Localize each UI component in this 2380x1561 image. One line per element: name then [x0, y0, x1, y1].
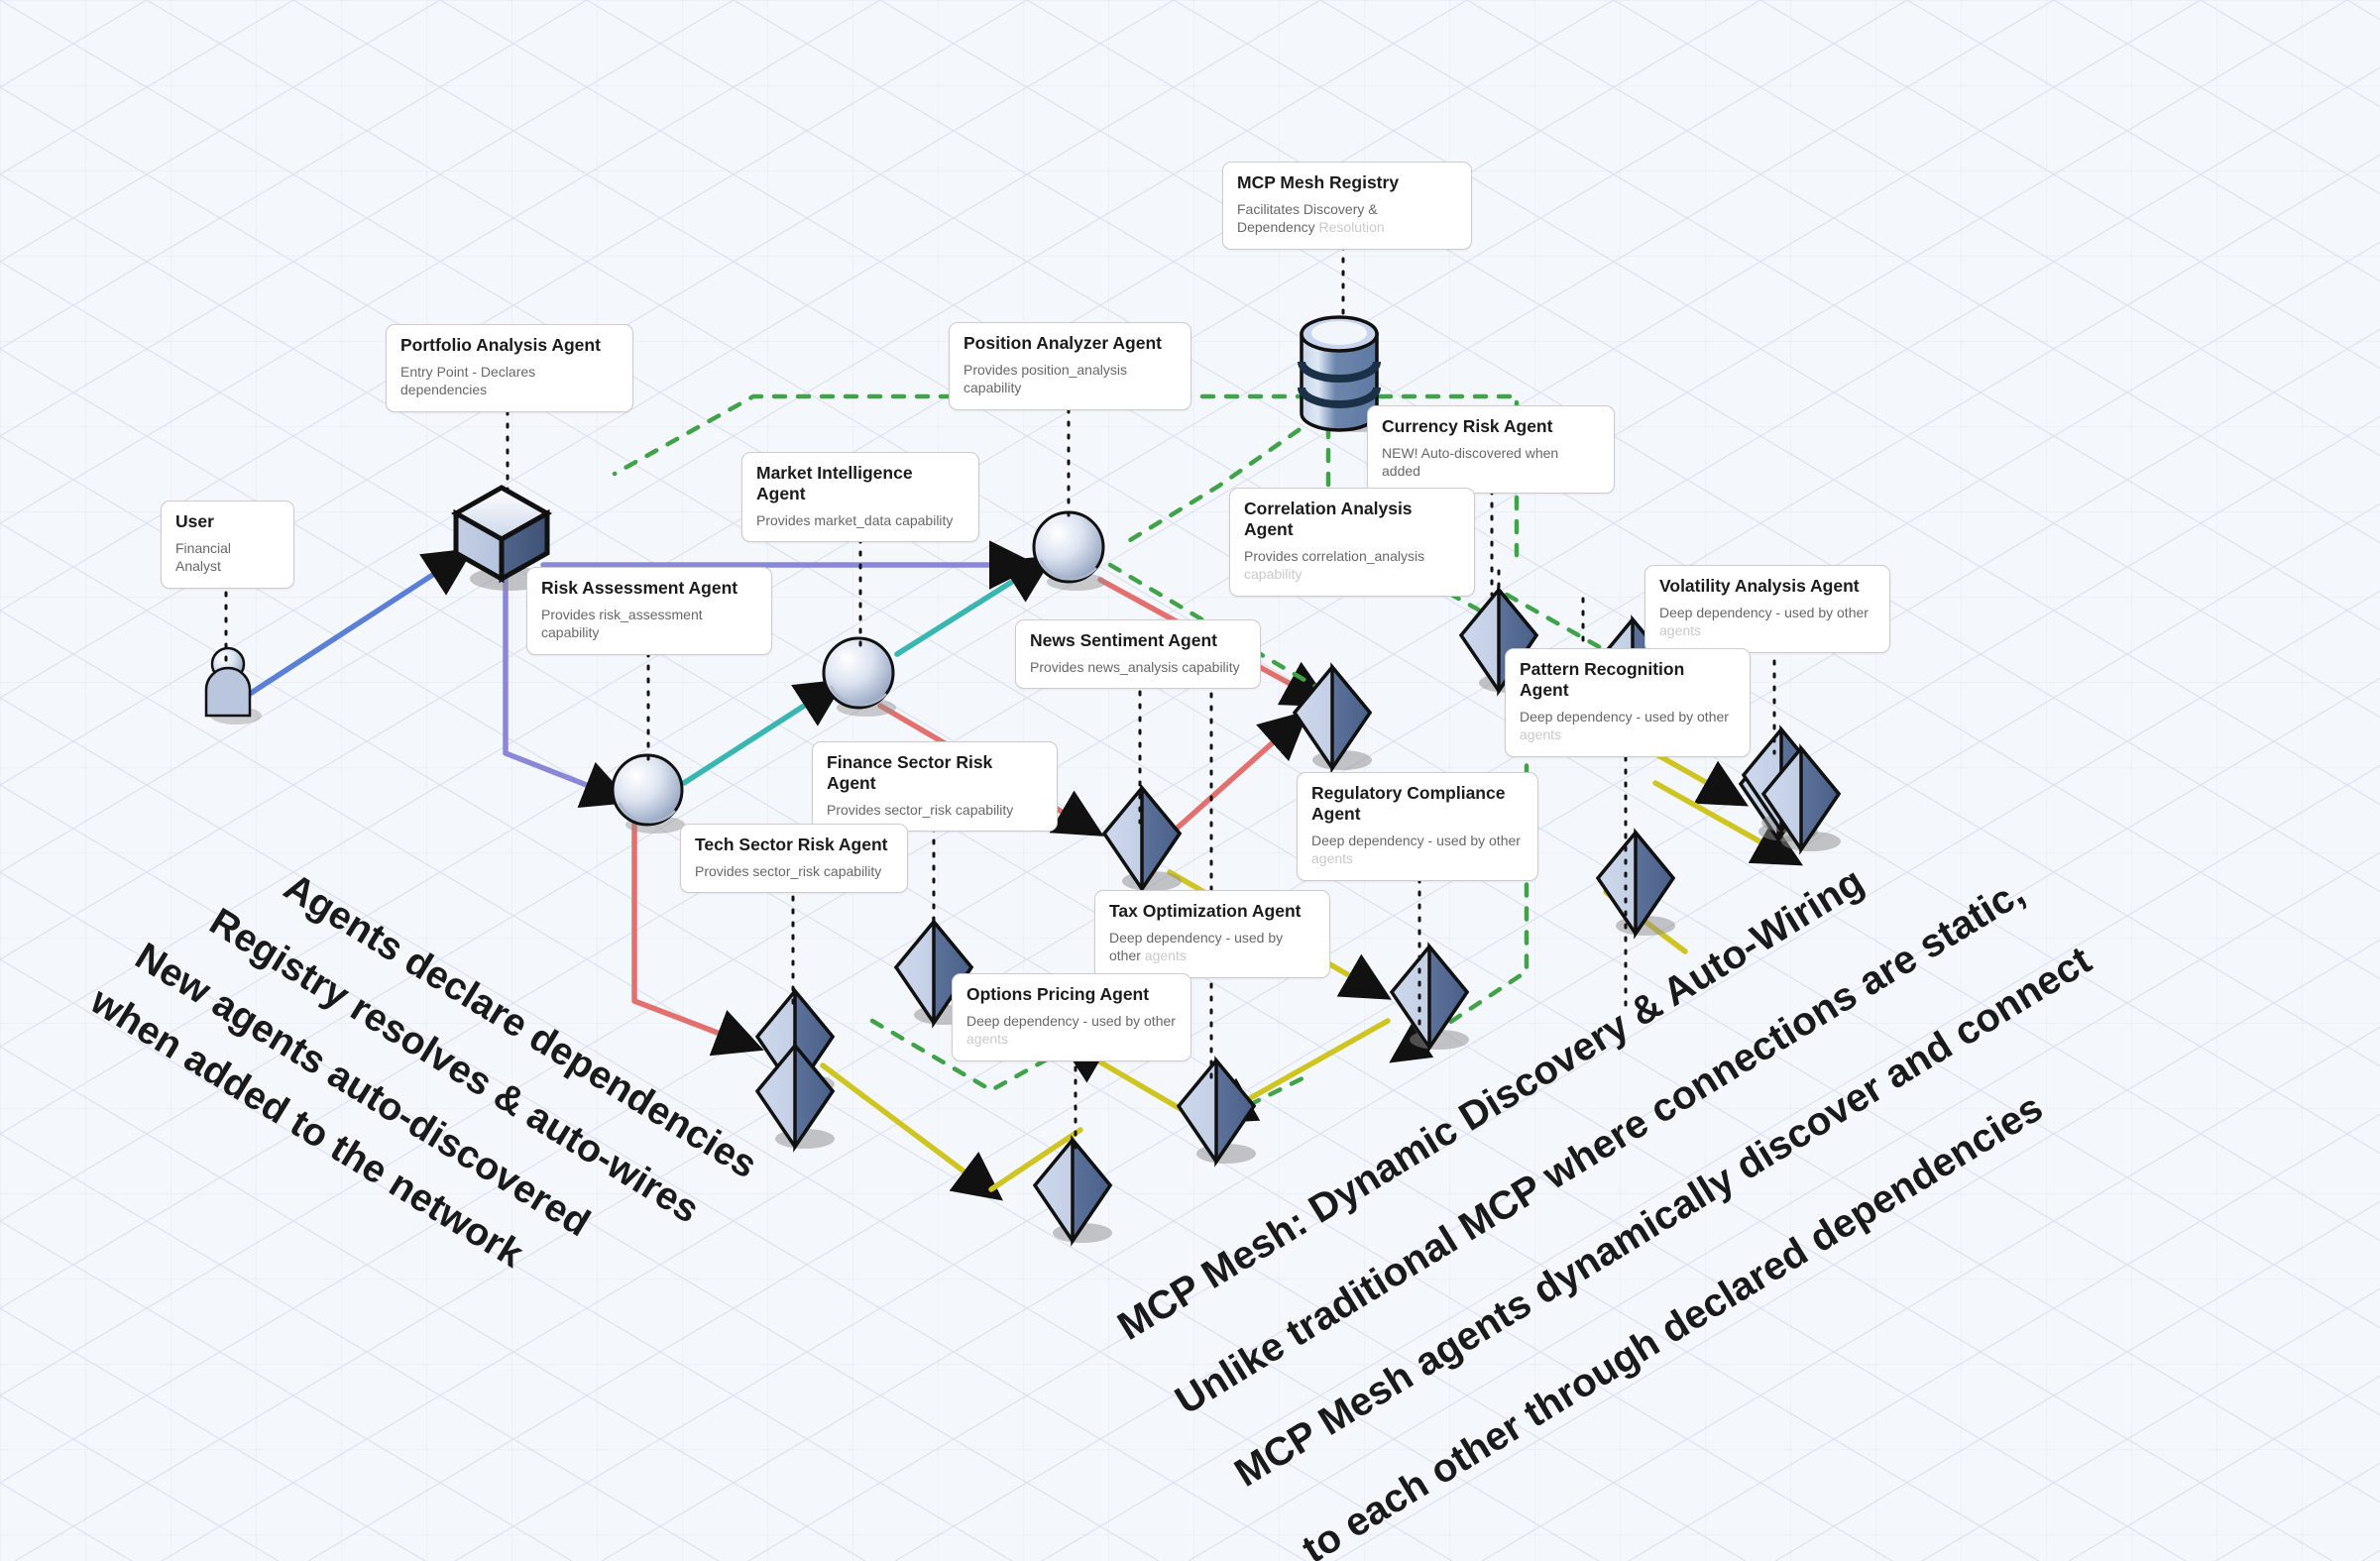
card-subtitle-main: Provides news_analysis capability: [1030, 659, 1240, 675]
card-subtitle: Deep dependency - used by other agents: [1659, 604, 1875, 640]
card-title: Tech Sector Risk Agent: [695, 835, 888, 854]
card-subtitle: Financial Analyst: [175, 539, 280, 576]
card-subtitle-main: Deep dependency - used by other: [1109, 930, 1284, 964]
card-title: Position Analyzer Agent: [963, 333, 1162, 353]
node-user[interactable]: [198, 644, 268, 738]
card-title: Options Pricing Agent: [966, 984, 1150, 1004]
card-subtitle-main: Deep dependency - used by other: [1311, 833, 1521, 848]
card-subtitle-main: Deep dependency - used by other: [1520, 709, 1729, 725]
card-subtitle: Provides correlation_analysis capability: [1244, 547, 1460, 584]
node-mcp-mesh-registry[interactable]: [1284, 302, 1413, 446]
card-title: Volatility Analysis Agent: [1659, 576, 1860, 596]
edge-tax-to-options: [1205, 1018, 1391, 1124]
card-subtitle-main: Deep dependency - used by other: [966, 1013, 1176, 1029]
card-title: Correlation Analysis Agent: [1244, 499, 1413, 539]
card-title: MCP Mesh Registry: [1237, 172, 1400, 192]
card-subtitle: Deep dependency - used by other agents: [1109, 929, 1315, 965]
node-finance-sector-risk-agent[interactable]: [1090, 778, 1199, 912]
card-subtitle: Deep dependency - used by other agents: [1311, 832, 1524, 868]
card-subtitle-main: Provides sector_risk capability: [827, 802, 1014, 818]
card-title: Market Intelligence Agent: [756, 463, 913, 503]
edge-portfolio-to-risk: [503, 572, 632, 809]
node-position-analyzer-agent[interactable]: [1021, 501, 1120, 605]
card-subtitle-faded: agents: [1520, 726, 1562, 743]
edge-discovery-down-left: [1127, 413, 1321, 543]
edge-sub-chain: [988, 1127, 1083, 1192]
card-subtitle: Provides sector_risk capability: [695, 862, 893, 880]
card-subtitle-main: Facilitates Discovery & Dependency: [1237, 201, 1378, 236]
card-subtitle-main: Entry Point - Declares dependencies: [400, 364, 536, 398]
card-subtitle: Entry Point - Declares dependencies: [400, 363, 619, 399]
card-subtitle-faded: agents: [966, 1031, 1009, 1048]
card-title: Risk Assessment Agent: [541, 578, 738, 598]
node-octa-bottom-left[interactable]: [743, 1036, 852, 1170]
card-subtitle-main: Provides risk_assessment capability: [541, 607, 703, 641]
card-subtitle-faded: capability: [1244, 566, 1303, 583]
card-subtitle: Provides market_data capability: [756, 511, 964, 529]
card-subtitle-main: NEW! Auto-discovered when added: [1382, 445, 1559, 480]
node-news-sentiment-agent[interactable]: [1281, 657, 1390, 791]
card-subtitle: Provides sector_risk capability: [827, 801, 1043, 819]
node-tax-optimization-agent[interactable]: [1378, 937, 1487, 1070]
card-subtitle-faded: agents: [1659, 622, 1702, 639]
card-subtitle: NEW! Auto-discovered when added: [1382, 444, 1600, 481]
card-title: User: [175, 511, 214, 531]
card-subtitle: Provides risk_assessment capability: [541, 606, 757, 642]
edge-discovery-chain-4: [1246, 1072, 1311, 1108]
edge-pattern-chain: [1652, 780, 1803, 866]
card-title: Finance Sector Risk Agent: [827, 752, 993, 793]
card-title: Pattern Recognition Agent: [1520, 659, 1685, 700]
edge-tech-to-sub: [820, 1062, 1003, 1201]
edge-risk-to-tech: [631, 820, 764, 1057]
edge-user-to-portfolio: [247, 548, 475, 697]
card-subtitle: Provides position_analysis capability: [963, 361, 1177, 397]
node-octa-bottom-right[interactable]: [1165, 1051, 1274, 1184]
edge-risk-to-market: [681, 679, 847, 786]
card-title: Portfolio Analysis Agent: [400, 335, 601, 355]
node-market-intelligence-agent[interactable]: [811, 626, 910, 730]
card-subtitle-main: Financial Analyst: [175, 540, 232, 575]
card-title: Tax Optimization Agent: [1109, 901, 1302, 921]
card-subtitle-faded: agents: [1144, 948, 1187, 964]
card-title: News Sentiment Agent: [1030, 630, 1217, 650]
edge-discovery-registry-right: [1377, 393, 1520, 558]
card-subtitle: Deep dependency - used by other agents: [966, 1012, 1177, 1049]
card-title: Regulatory Compliance Agent: [1311, 783, 1506, 824]
card-subtitle-main: Deep dependency - used by other: [1659, 605, 1869, 620]
card-title: Currency Risk Agent: [1382, 416, 1553, 436]
card-subtitle-main: Provides market_data capability: [756, 512, 954, 528]
card-subtitle-main: Provides position_analysis capability: [963, 362, 1127, 396]
card-subtitle-faded: agents: [1311, 850, 1354, 867]
card-subtitle-faded: Resolution: [1318, 219, 1385, 236]
node-octa-right-lower[interactable]: [1750, 738, 1859, 872]
card-subtitle: Facilitates Discovery & Dependency Resol…: [1237, 200, 1457, 237]
node-octa-bottom-mid[interactable]: [1021, 1130, 1130, 1264]
card-subtitle-main: Provides correlation_analysis: [1244, 548, 1425, 564]
card-subtitle: Provides news_analysis capability: [1030, 658, 1246, 676]
node-regulatory-compliance-agent[interactable]: [1584, 823, 1693, 956]
card-subtitle: Deep dependency - used by other agents: [1520, 708, 1736, 744]
edge-market-to-position: [894, 555, 1055, 657]
card-subtitle-main: Provides sector_risk capability: [695, 863, 882, 879]
